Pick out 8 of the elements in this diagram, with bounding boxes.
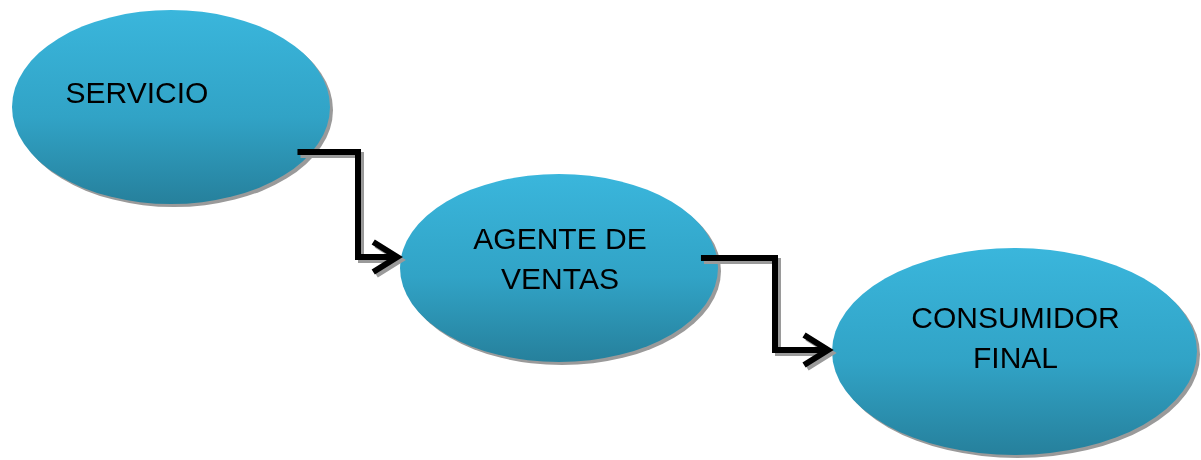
node-label: AGENTE DE VENTAS	[472, 221, 648, 297]
node-label: CONSUMIDOR FINAL	[910, 299, 1121, 376]
elbow-arrow	[297, 149, 404, 278]
ellipse-node	[10, 8, 334, 208]
ellipse-node	[398, 172, 722, 366]
elbow-arrow	[700, 255, 835, 371]
node-label: SERVICIO	[65, 75, 209, 111]
ellipse-node	[830, 246, 1201, 459]
